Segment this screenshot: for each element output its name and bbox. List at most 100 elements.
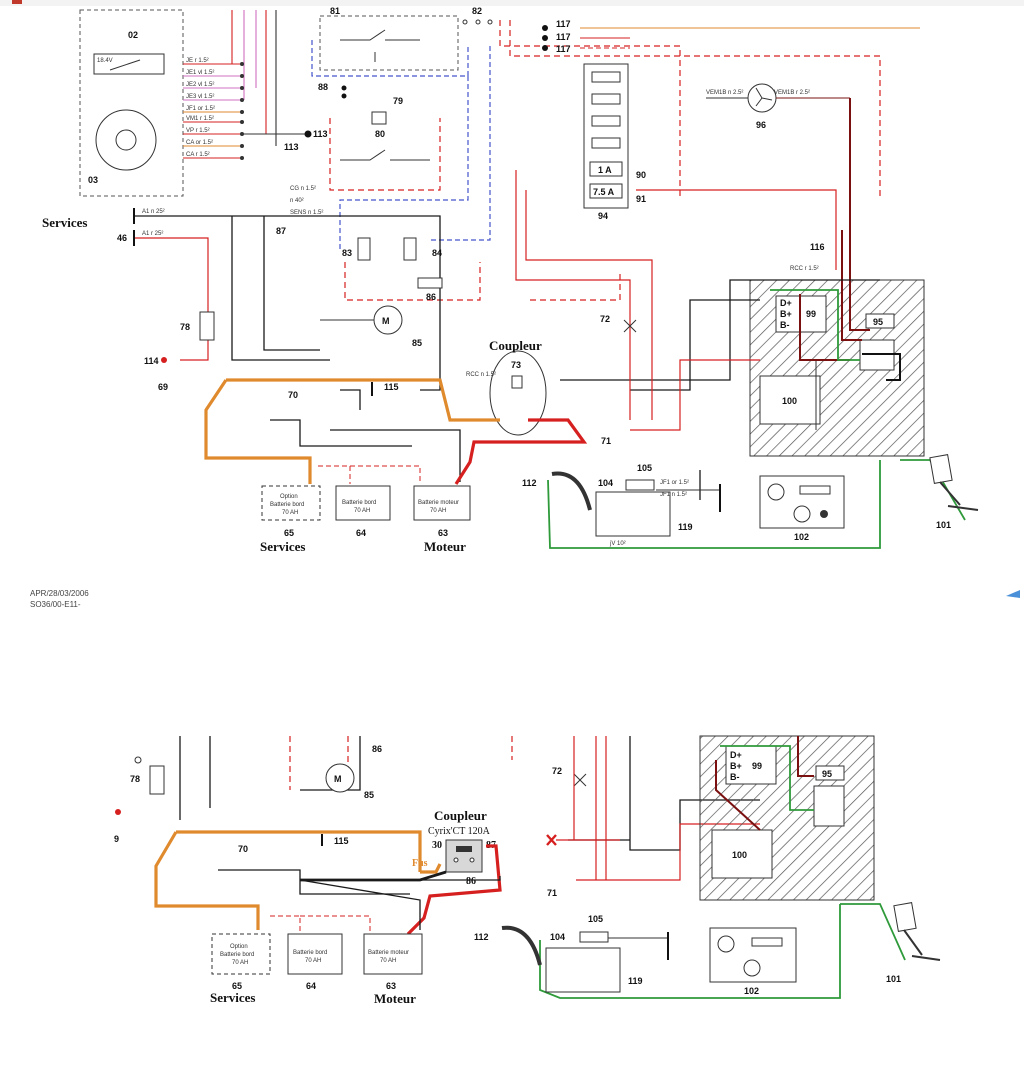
footer-date: APR/28/03/2006 [30, 589, 89, 598]
gauge-voltage: 18.4V [97, 58, 113, 64]
annotation-services-bottom: Services [260, 539, 305, 554]
svg-text:Option: Option [280, 494, 298, 500]
tank-group-top: 105 104 112 119 JF1 or 1.5² JF1 n 1.5² j… [522, 463, 721, 547]
svg-text:Batterie bord: Batterie bord [270, 502, 304, 508]
orange-services-wire-top [204, 378, 500, 484]
annotation-moteur-b: Moteur [374, 991, 416, 1006]
label-113a: 113 [313, 129, 328, 139]
alternator-zone-bottom: D+ B+ B- 99 95 100 [699, 735, 875, 901]
black-wires-top [134, 215, 880, 500]
alternator-zone-top: D+ B+ B- 99 95 100 [749, 279, 925, 457]
label-112: 112 [522, 478, 537, 488]
black-relay-link [862, 353, 901, 381]
label-88: 88 [318, 82, 328, 92]
fuse-78-b [149, 765, 165, 795]
label-86-b: 86 [372, 744, 382, 754]
svg-text:Batterie bord: Batterie bord [220, 952, 254, 958]
red-dashed-wires [329, 20, 881, 301]
svg-text:M: M [334, 774, 342, 784]
label-115: 115 [384, 382, 399, 392]
label-91: 91 [636, 194, 646, 204]
label-112-b: 112 [474, 932, 489, 942]
batteries-top: Option Batterie bord 70 AH Batterie bord… [261, 465, 471, 538]
top-edge-strip [0, 0, 1024, 6]
label-102-b: 102 [744, 986, 759, 996]
svg-text:RCC r 1.5²: RCC r 1.5² [790, 266, 819, 272]
label-95: 95 [873, 317, 883, 327]
svg-text:117: 117 [556, 32, 571, 42]
label-116: 116 [810, 242, 825, 252]
label-65: 65 [284, 528, 294, 538]
svg-text:n 40²: n 40² [290, 198, 304, 204]
svg-text:SENS n 1.5²: SENS n 1.5² [290, 210, 323, 216]
svg-text:JE r 1.5²: JE r 1.5² [186, 58, 209, 64]
label-71-b: 71 [547, 888, 557, 898]
scroll-arrow-icon [1006, 590, 1020, 598]
panel-wire-labels: JE r 1.5² JE1 vl 1.5² JE2 vl 1.5² JE3 vl… [186, 58, 215, 158]
relay-79 [371, 111, 387, 125]
label-100: 100 [782, 396, 797, 406]
svg-text:Batterie moteur: Batterie moteur [418, 500, 459, 506]
svg-text:70 AH: 70 AH [354, 508, 370, 514]
svg-text:Batterie bord: Batterie bord [293, 950, 327, 956]
label-72-b: 72 [552, 766, 562, 776]
header-refs: 117 117 117 [542, 19, 920, 54]
red-engine-wire-bottom [406, 844, 502, 936]
svg-text:D+: D+ [730, 750, 742, 760]
label-85: 85 [412, 338, 422, 348]
annotation-services-b: Services [210, 990, 255, 1005]
svg-text:70 AH: 70 AH [380, 958, 396, 964]
blue-control-wires [311, 40, 491, 250]
svg-text:Batterie bord: Batterie bord [342, 500, 376, 506]
bottom-diagram: 86 M 85 78 9 30 87 86 Coupleur Cyrix'CT … [114, 735, 941, 1006]
label-104-b: 104 [550, 932, 565, 942]
fuse-90-value: 1 A [598, 165, 612, 175]
svg-text:JF1 n 1.5²: JF1 n 1.5² [660, 492, 687, 498]
svg-text:70 AH: 70 AH [282, 510, 298, 516]
label-114: 114 [144, 356, 159, 366]
relay-84 [403, 237, 417, 261]
relay-83 [357, 237, 371, 261]
label-82: 82 [472, 6, 482, 16]
svg-text:jV 10²: jV 10² [609, 541, 626, 547]
annotation-services-left: Services [42, 215, 87, 230]
label-46: 46 [117, 233, 127, 243]
relay-model: Cyrix'CT 120A [428, 826, 491, 837]
svg-text:B+: B+ [780, 309, 792, 319]
fuse-box-94: 1 A 7.5 A 94 90 91 [583, 63, 646, 221]
label-69: 69 [158, 382, 168, 392]
starter-100 [759, 375, 821, 425]
annotation-moteur: Moteur [424, 539, 466, 554]
svg-text:117: 117 [556, 19, 571, 29]
svg-text:JE3 vl 1.5²: JE3 vl 1.5² [186, 94, 214, 100]
label-71: 71 [601, 436, 611, 446]
label-81: 81 [330, 6, 340, 16]
svg-text:VP r 1.5²: VP r 1.5² [186, 128, 210, 134]
svg-text:CA or 1.5²: CA or 1.5² [186, 140, 213, 146]
label-73: 73 [511, 360, 521, 370]
label-87: 87 [276, 226, 286, 236]
pedal-101: 101 [929, 454, 979, 530]
label-72: 72 [600, 314, 610, 324]
svg-text:A1 n 25²: A1 n 25² [142, 209, 165, 215]
svg-text:D+: D+ [780, 298, 792, 308]
label-115-b: 115 [334, 836, 349, 846]
panel-wires [183, 10, 305, 159]
top-diagram: 02 18.4V 03 JE r 1.5² JE1 vl 1.5² JE2 vl… [42, 6, 979, 554]
orange-services-wire-bottom [154, 830, 422, 930]
svg-text:70 AH: 70 AH [430, 508, 446, 514]
dark-red-wires-top [799, 98, 870, 361]
svg-text:A1 r 25²: A1 r 25² [142, 231, 163, 237]
svg-text:30: 30 [432, 840, 442, 851]
label-119-b: 119 [628, 976, 643, 986]
svg-text:86: 86 [466, 876, 476, 887]
label-101: 101 [936, 520, 951, 530]
label-99-b: 99 [752, 761, 762, 771]
tank-group-bottom: 105 104 112 119 [474, 914, 669, 993]
switch-81-frame [319, 15, 459, 71]
control-panel-102: 102 [759, 475, 845, 542]
pedal-101-b: 101 [886, 902, 941, 984]
label-95-b: 95 [822, 769, 832, 779]
label-64: 64 [356, 528, 366, 538]
fan-96: VEM1B n 2.5² VEM1B r 2.5² 96 [706, 83, 850, 130]
